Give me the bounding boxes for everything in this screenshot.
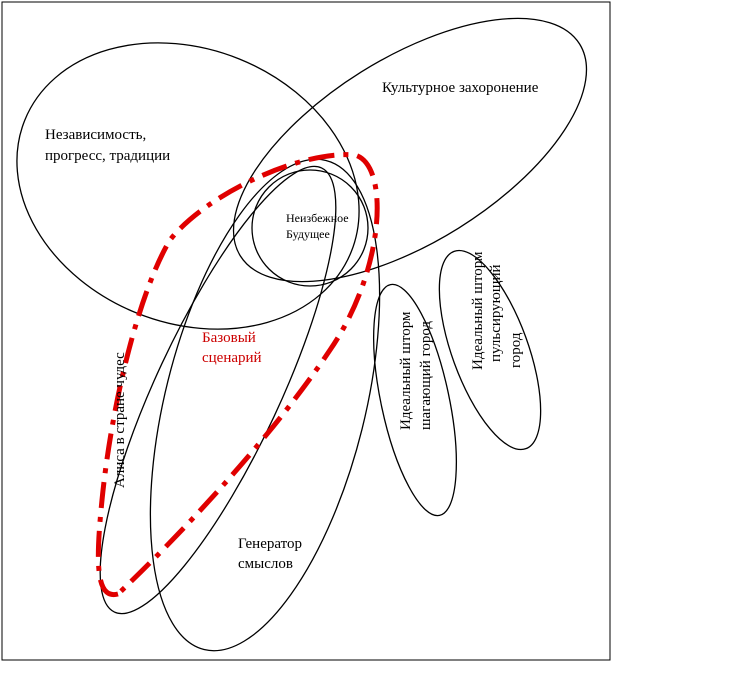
base-scenario-label-2: сценарий [202, 350, 262, 366]
pulsing-city-label-2: пульсирующий [488, 265, 504, 363]
cultural-burial-label: Культурное захоронение [382, 80, 539, 96]
inevitable-future-label-2: Будущее [286, 227, 330, 241]
independence-label-2: прогресс, традиции [45, 148, 170, 164]
inevitable-future-circle [251, 169, 369, 287]
independence-label-1: Независимость, [45, 127, 146, 143]
walking-city-label-2: шагающий город [418, 321, 434, 430]
cultural-burial-ellipse [232, 17, 588, 283]
base-scenario-label-1: Базовый [202, 330, 256, 346]
inevitable-future-label-1: Неизбежное [286, 211, 349, 225]
pulsing-city-label-3: город [508, 332, 524, 368]
pulsing-city-ellipse [438, 249, 542, 451]
diagram-frame [1, 1, 611, 661]
alice-ellipse [99, 165, 337, 615]
generator-label-2: смыслов [238, 556, 293, 572]
walking-city-label-1: Идеальный шторм [398, 311, 414, 430]
independence-ellipse [16, 42, 360, 330]
pulsing-city-label-1: Идеальный шторм [470, 251, 486, 370]
base-scenario-curve [95, 152, 380, 598]
generator-ellipse [149, 158, 381, 652]
walking-city-ellipse [373, 283, 457, 517]
generator-label-1: Генератор [238, 536, 302, 552]
alice-label: Алиса в стране чудес [112, 352, 128, 488]
